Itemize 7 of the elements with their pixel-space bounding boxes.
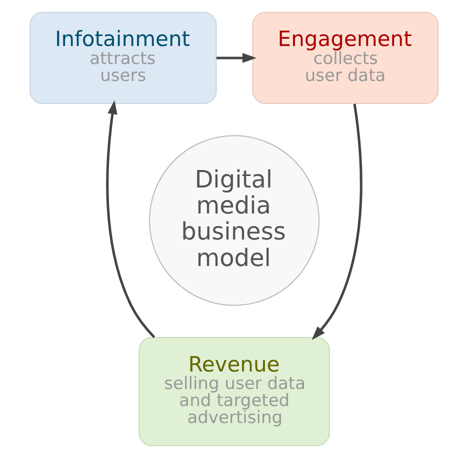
- node-circle: Digital media business model: [148, 135, 320, 306]
- node-box: Infotainment attracts users: [29, 12, 216, 104]
- node-box: Engagement collects user data: [252, 12, 438, 104]
- arrow: [106, 100, 155, 338]
- arrow: [216, 53, 256, 63]
- node-box: Revenue selling user data and targeted advertising: [138, 336, 330, 446]
- arrow: [311, 104, 362, 340]
